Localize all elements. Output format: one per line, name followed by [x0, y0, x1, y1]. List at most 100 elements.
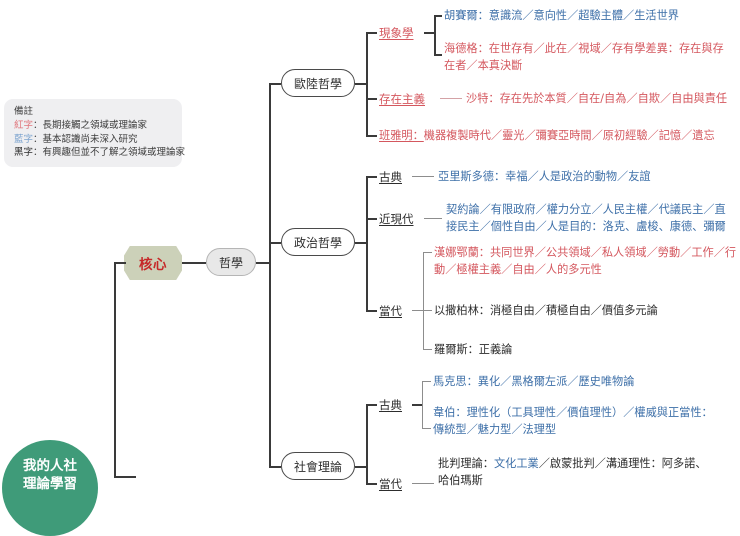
connector-continental-spine	[366, 32, 368, 136]
connector-political-to-modern	[366, 218, 377, 220]
leaf-critical-theory-head: 批判理論：	[438, 457, 494, 470]
connector-phenomenology-to-husserl	[434, 15, 442, 17]
root-node-label: 我的人社 理論學習	[23, 457, 77, 493]
branch-node-continental[interactable]: 歐陸哲學	[281, 69, 355, 97]
leaf-heidegger-line1: 海德格：在世存有／此在／視域／存有學差異：存在與存	[444, 42, 724, 55]
leaf-sartre: 沙特：存在先於本質／自在/自為／自欺／自由與責任	[466, 91, 738, 108]
leaf-benjamin: 班雅明：機器複製時代／靈光／彌賽亞時間／原初經驗／記憶／遺忘	[379, 128, 735, 145]
leaf-weber-line1: 韋伯：理性化（工具理性／價值理性）／權威與正當性：	[433, 406, 713, 419]
root-node-label-line1: 我的人社	[23, 457, 77, 474]
connector-classic-to-marx	[422, 381, 431, 383]
branch-node-political[interactable]: 政治哲學	[281, 228, 355, 256]
subbranch-existentialism[interactable]: 存在主義	[379, 91, 425, 107]
subbranch-label-social-classic: 古典	[379, 398, 402, 412]
connector-existentialism-to-sartre	[440, 98, 462, 100]
connector-continental-to-existentialism	[366, 98, 377, 100]
connector-social-to-classic	[366, 404, 377, 406]
legend-title: 備註	[14, 106, 34, 117]
connector-root-trunk	[114, 262, 116, 477]
leaf-political-modern: 契約論／有限政府／權力分立／人民主權／代議民主／直 接民主／個性自由／人是目的：…	[446, 202, 738, 236]
connector-phenomenology-spine	[434, 15, 436, 55]
leaf-critical-theory: 批判理論：文化工業／啟蒙批判／溝通理性：阿多諾、 哈伯瑪斯	[438, 456, 734, 490]
leaf-critical-theory-line2: 哈伯瑪斯	[438, 473, 483, 487]
leaf-critical-theory-rest: ／啟蒙批判／溝通理性：阿多諾、	[538, 457, 707, 470]
connector-social-out	[355, 466, 367, 468]
connector-continental-to-phenomenology	[366, 32, 377, 34]
subbranch-label-political-modern: 近現代	[379, 212, 414, 226]
connector-continental-out	[355, 83, 367, 85]
connector-social-to-contemporary	[366, 483, 377, 485]
subbranch-label-social-contemporary: 當代	[379, 477, 402, 491]
subbranch-political-contemporary[interactable]: 當代	[379, 303, 402, 319]
subbranch-label-political-contemporary: 當代	[379, 304, 402, 318]
legend-desc-red: 長期接觸之領域或理論家	[42, 119, 148, 131]
connector-philosophy-to-political	[269, 242, 281, 244]
leaf-political-modern-line2: 接民主／個性自由／人是目的：洛克、盧梭、康德、彌爾	[446, 219, 726, 233]
subbranch-label-political-classic: 古典	[379, 170, 402, 184]
connector-social-contemporary-to-critical	[412, 483, 434, 485]
legend-key-black: 黑字	[14, 147, 34, 159]
subbranch-political-classic[interactable]: 古典	[379, 169, 402, 185]
connector-contemporary-spine	[423, 252, 425, 350]
connector-social-classic-spine	[422, 381, 424, 429]
legend-key-red: 紅字	[14, 119, 34, 131]
connector-contemporary-to-berlin	[423, 310, 432, 312]
connector-contemporary-to-arendt	[423, 252, 432, 254]
connector-political-to-contemporary	[366, 310, 377, 312]
legend-desc-black: 有興趣但並不了解之領域或理論家	[42, 147, 186, 159]
root-node-my-learning[interactable]: 我的人社 理論學習	[2, 440, 98, 536]
leaf-arendt: 漢娜鄂蘭：共同世界／公共領域／私人領域／勞動／工作／行 動／極權主義／自由／人的…	[434, 245, 738, 279]
legend-key-blue: 藍字	[14, 133, 34, 145]
connector-political-to-classic	[366, 176, 377, 178]
branch-label-continental: 歐陸哲學	[293, 76, 342, 91]
leaf-husserl: 胡賽爾：意識流／意向性／超驗主體／生活世界	[444, 8, 734, 25]
leaf-rawls-text: 羅爾斯：正義論	[434, 343, 513, 356]
legend-sep-red: ：	[33, 119, 43, 131]
core-node-label: 核心	[139, 257, 167, 273]
legend-box: 備註 紅字：長期接觸之領域或理論家 藍字：基本認識尚未深入研究 黑字：有興趣但並…	[4, 99, 185, 168]
legend-row-blue: 藍字：基本認識尚未深入研究	[14, 133, 174, 147]
leaf-heidegger-line2: 在者／本真決斷	[444, 58, 523, 72]
branch-node-philosophy[interactable]: 哲學	[206, 248, 256, 276]
leaf-weber: 韋伯：理性化（工具理性／價值理性）／權威與正當性： 傳統型／魅力型／法理型	[433, 405, 729, 439]
legend-sep-black: ：	[33, 147, 43, 159]
leaf-benjamin-name: 班雅明：	[379, 129, 424, 142]
connector-core-to-philosophy	[182, 262, 206, 264]
connector-philosophy-spine	[269, 83, 271, 467]
subbranch-social-contemporary[interactable]: 當代	[379, 476, 402, 492]
legend-row-red: 紅字：長期接觸之領域或理論家	[14, 119, 174, 133]
leaf-arendt-line1: 漢娜鄂蘭：共同世界／公共領域／私人領域／勞動／工作／行	[434, 246, 737, 259]
leaf-berlin: 以撒柏林：消極自由／積極自由／價值多元論	[434, 303, 724, 320]
subbranch-political-modern[interactable]: 近現代	[379, 211, 414, 227]
leaf-rawls: 羅爾斯：正義論	[434, 342, 634, 359]
leaf-berlin-text: 以撒柏林：消極自由／積極自由／價值多元論	[434, 304, 658, 317]
connector-continental-to-benjamin	[366, 135, 377, 137]
leaf-marx-text: 馬克思：異化／黑格爾左派／歷史唯物論	[433, 375, 635, 388]
branch-node-social[interactable]: 社會理論	[281, 452, 355, 480]
leaf-sartre-text: 沙特：存在先於本質／自在/自為／自欺／自由與責任	[466, 92, 728, 105]
leaf-political-modern-line1: 契約論／有限政府／權力分立／人民主權／代議民主／直	[446, 203, 726, 216]
connector-contemporary-out	[412, 310, 424, 312]
connector-phenomenology-out	[424, 32, 435, 34]
leaf-weber-line2: 傳統型／魅力型／法理型	[433, 422, 557, 436]
subbranch-social-classic[interactable]: 古典	[379, 397, 402, 413]
connector-phenomenology-to-heidegger	[434, 54, 442, 56]
subbranch-label-existentialism: 存在主義	[379, 92, 425, 106]
leaf-heidegger: 海德格：在世存有／此在／視域／存有學差異：存在與存 在者／本真決斷	[444, 41, 736, 75]
subbranch-phenomenology[interactable]: 現象學	[379, 25, 414, 41]
connector-root-to-core	[114, 262, 126, 264]
connector-social-classic-out	[412, 404, 423, 406]
legend-sep-blue: ：	[33, 133, 43, 145]
legend-desc-blue: 基本認識尚未深入研究	[42, 133, 138, 145]
connector-political-spine	[366, 176, 368, 311]
branch-label-social: 社會理論	[293, 459, 342, 474]
connector-modern-to-contract	[424, 218, 442, 220]
connector-political-out	[355, 242, 367, 244]
leaf-aristotle-text: 亞里斯多德：幸福／人是政治的動物／友誼	[438, 170, 651, 183]
leaf-critical-theory-blue: 文化工業	[493, 457, 539, 470]
leaf-marx: 馬克思：異化／黑格爾左派／歷史唯物論	[433, 374, 723, 391]
branch-label-philosophy: 哲學	[218, 255, 243, 270]
leaf-husserl-text: 胡賽爾：意識流／意向性／超驗主體／生活世界	[444, 9, 679, 22]
core-node[interactable]: 核心	[124, 246, 182, 280]
leaf-arendt-line2: 動／極權主義／自由／人的多元性	[434, 262, 602, 276]
